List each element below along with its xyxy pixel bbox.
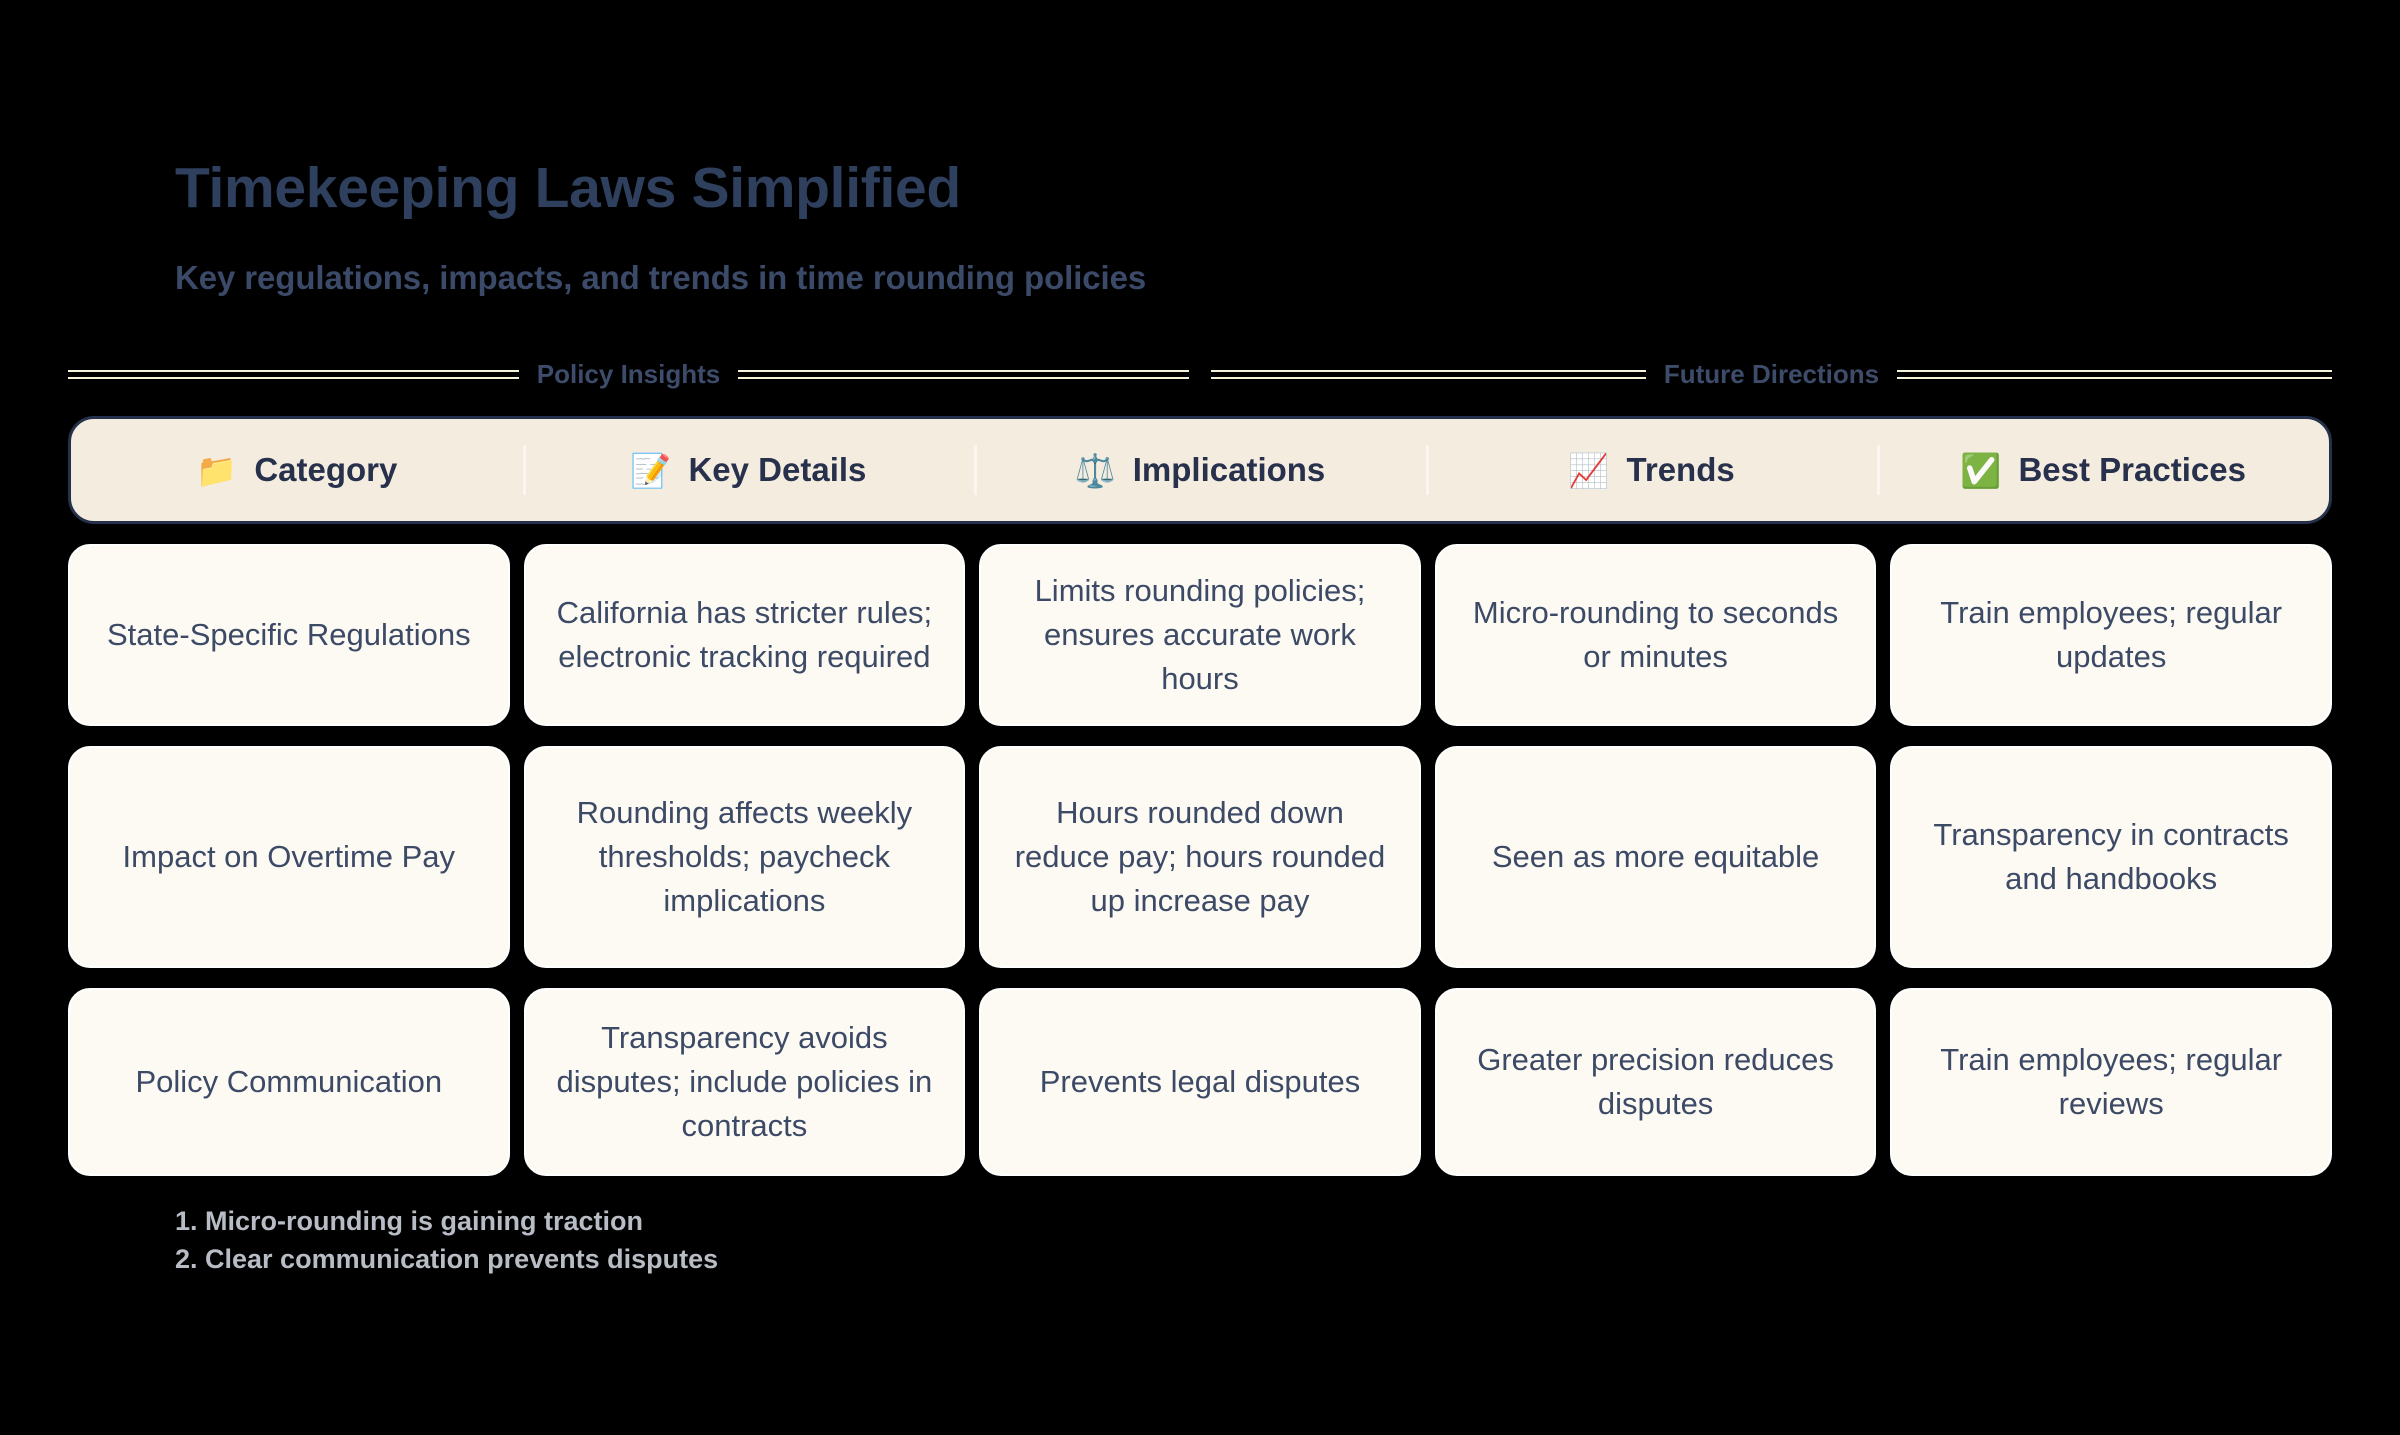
table-cell[interactable]: Transparency in contracts and handbooks: [1890, 746, 2332, 968]
divider-rule-right: [1897, 370, 2332, 379]
cell-text: Transparency avoids disputes; include po…: [556, 1019, 933, 1143]
column-header-category[interactable]: 📁 Category: [71, 419, 523, 521]
page-subtitle: Key regulations, impacts, and trends in …: [175, 259, 1147, 296]
memo-icon: 📝: [630, 451, 672, 489]
table-cell[interactable]: Greater precision reduces disputes: [1434, 988, 1877, 1176]
cell-text: Greater precision reduces disputes: [1477, 1041, 1834, 1121]
footnote-list: 1. Micro-rounding is gaining traction 2.…: [0, 1202, 2400, 1279]
column-header-label: Trends: [1626, 451, 1735, 488]
section-label-future-directions: Future Directions: [1663, 359, 1880, 389]
page-title: Timekeeping Laws Simplified: [175, 156, 961, 220]
cell-text: California has stricter rules; electroni…: [556, 594, 933, 674]
column-header-key-details[interactable]: 📝 Key Details: [522, 419, 975, 521]
section-future-directions: Future Directions: [1211, 359, 2332, 390]
table-cell[interactable]: Impact on Overtime Pay: [68, 746, 510, 968]
table-cell[interactable]: Rounding affects weekly thresholds; payc…: [523, 746, 966, 968]
table-row: Policy Communication Transparency avoids…: [68, 988, 2332, 1176]
table-cell[interactable]: Policy Communication: [68, 988, 510, 1176]
cell-text: Micro-rounding to seconds or minutes: [1472, 594, 1839, 674]
cell-text: Hours rounded down reduce pay; hours rou…: [1014, 794, 1386, 918]
list-item: 1. Micro-rounding is gaining traction: [175, 1206, 644, 1236]
table-cell[interactable]: Train employees; regular reviews: [1890, 988, 2332, 1176]
list-item: 2. Clear communication prevents disputes: [175, 1244, 719, 1275]
page-header: Timekeeping Laws Simplified Key regulati…: [0, 0, 2400, 297]
table-cell[interactable]: Prevents legal disputes: [979, 988, 1421, 1176]
table-cell[interactable]: Hours rounded down reduce pay; hours rou…: [979, 746, 1421, 968]
column-header-trends[interactable]: 📈 Trends: [1425, 419, 1878, 521]
table-cell[interactable]: Micro-rounding to seconds or minutes: [1434, 544, 1877, 726]
chart-increasing-icon: 📈: [1568, 451, 1610, 489]
divider-rule-left: [1211, 370, 1646, 379]
column-header-label: Category: [254, 451, 398, 488]
folder-icon: 📁: [196, 451, 238, 489]
table-cell[interactable]: Seen as more equitable: [1434, 746, 1877, 968]
column-header-implications[interactable]: ⚖️ Implications: [974, 419, 1426, 521]
section-policy-insights: Policy Insights: [68, 359, 1189, 390]
table-cell[interactable]: Transparency avoids disputes; include po…: [523, 988, 966, 1176]
table-cell[interactable]: California has stricter rules; electroni…: [523, 544, 966, 726]
section-label-policy-insights: Policy Insights: [536, 359, 721, 389]
divider-rule-left: [68, 370, 519, 379]
balance-scale-icon: ⚖️: [1074, 451, 1116, 489]
cell-text: Policy Communication: [135, 1063, 443, 1099]
cell-text: Limits rounding policies; ensures accura…: [1034, 572, 1366, 696]
cell-text: Rounding affects weekly thresholds; payc…: [576, 794, 913, 918]
section-divider-strip: Policy Insights Future Directions: [0, 359, 2400, 390]
cell-text: Prevents legal disputes: [1039, 1063, 1361, 1099]
table-cell[interactable]: Limits rounding policies; ensures accura…: [979, 544, 1421, 726]
column-header-label: Implications: [1132, 451, 1326, 488]
table-row: State-Specific Regulations California ha…: [68, 544, 2332, 726]
cell-text: Seen as more equitable: [1491, 838, 1820, 874]
check-mark-button-icon: ✅: [1960, 451, 2002, 489]
comparison-table: 📁 Category 📝 Key Details ⚖️ Implications…: [0, 416, 2400, 1176]
cell-text: Impact on Overtime Pay: [122, 838, 456, 874]
cell-text: Train employees; regular updates: [1940, 594, 2283, 674]
cell-text: Transparency in contracts and handbooks: [1933, 816, 2289, 896]
cell-text: Train employees; regular reviews: [1940, 1041, 2283, 1121]
column-header-best-practices[interactable]: ✅ Best Practices: [1877, 419, 2329, 521]
column-header-label: Best Practices: [2018, 451, 2246, 488]
divider-rule-right: [738, 370, 1189, 379]
column-header-label: Key Details: [688, 451, 867, 488]
table-cell[interactable]: State-Specific Regulations: [68, 544, 510, 726]
table-cell[interactable]: Train employees; regular updates: [1890, 544, 2332, 726]
table-row: Impact on Overtime Pay Rounding affects …: [68, 746, 2332, 968]
cell-text: State-Specific Regulations: [107, 616, 471, 652]
table-header-row: 📁 Category 📝 Key Details ⚖️ Implications…: [68, 416, 2332, 524]
